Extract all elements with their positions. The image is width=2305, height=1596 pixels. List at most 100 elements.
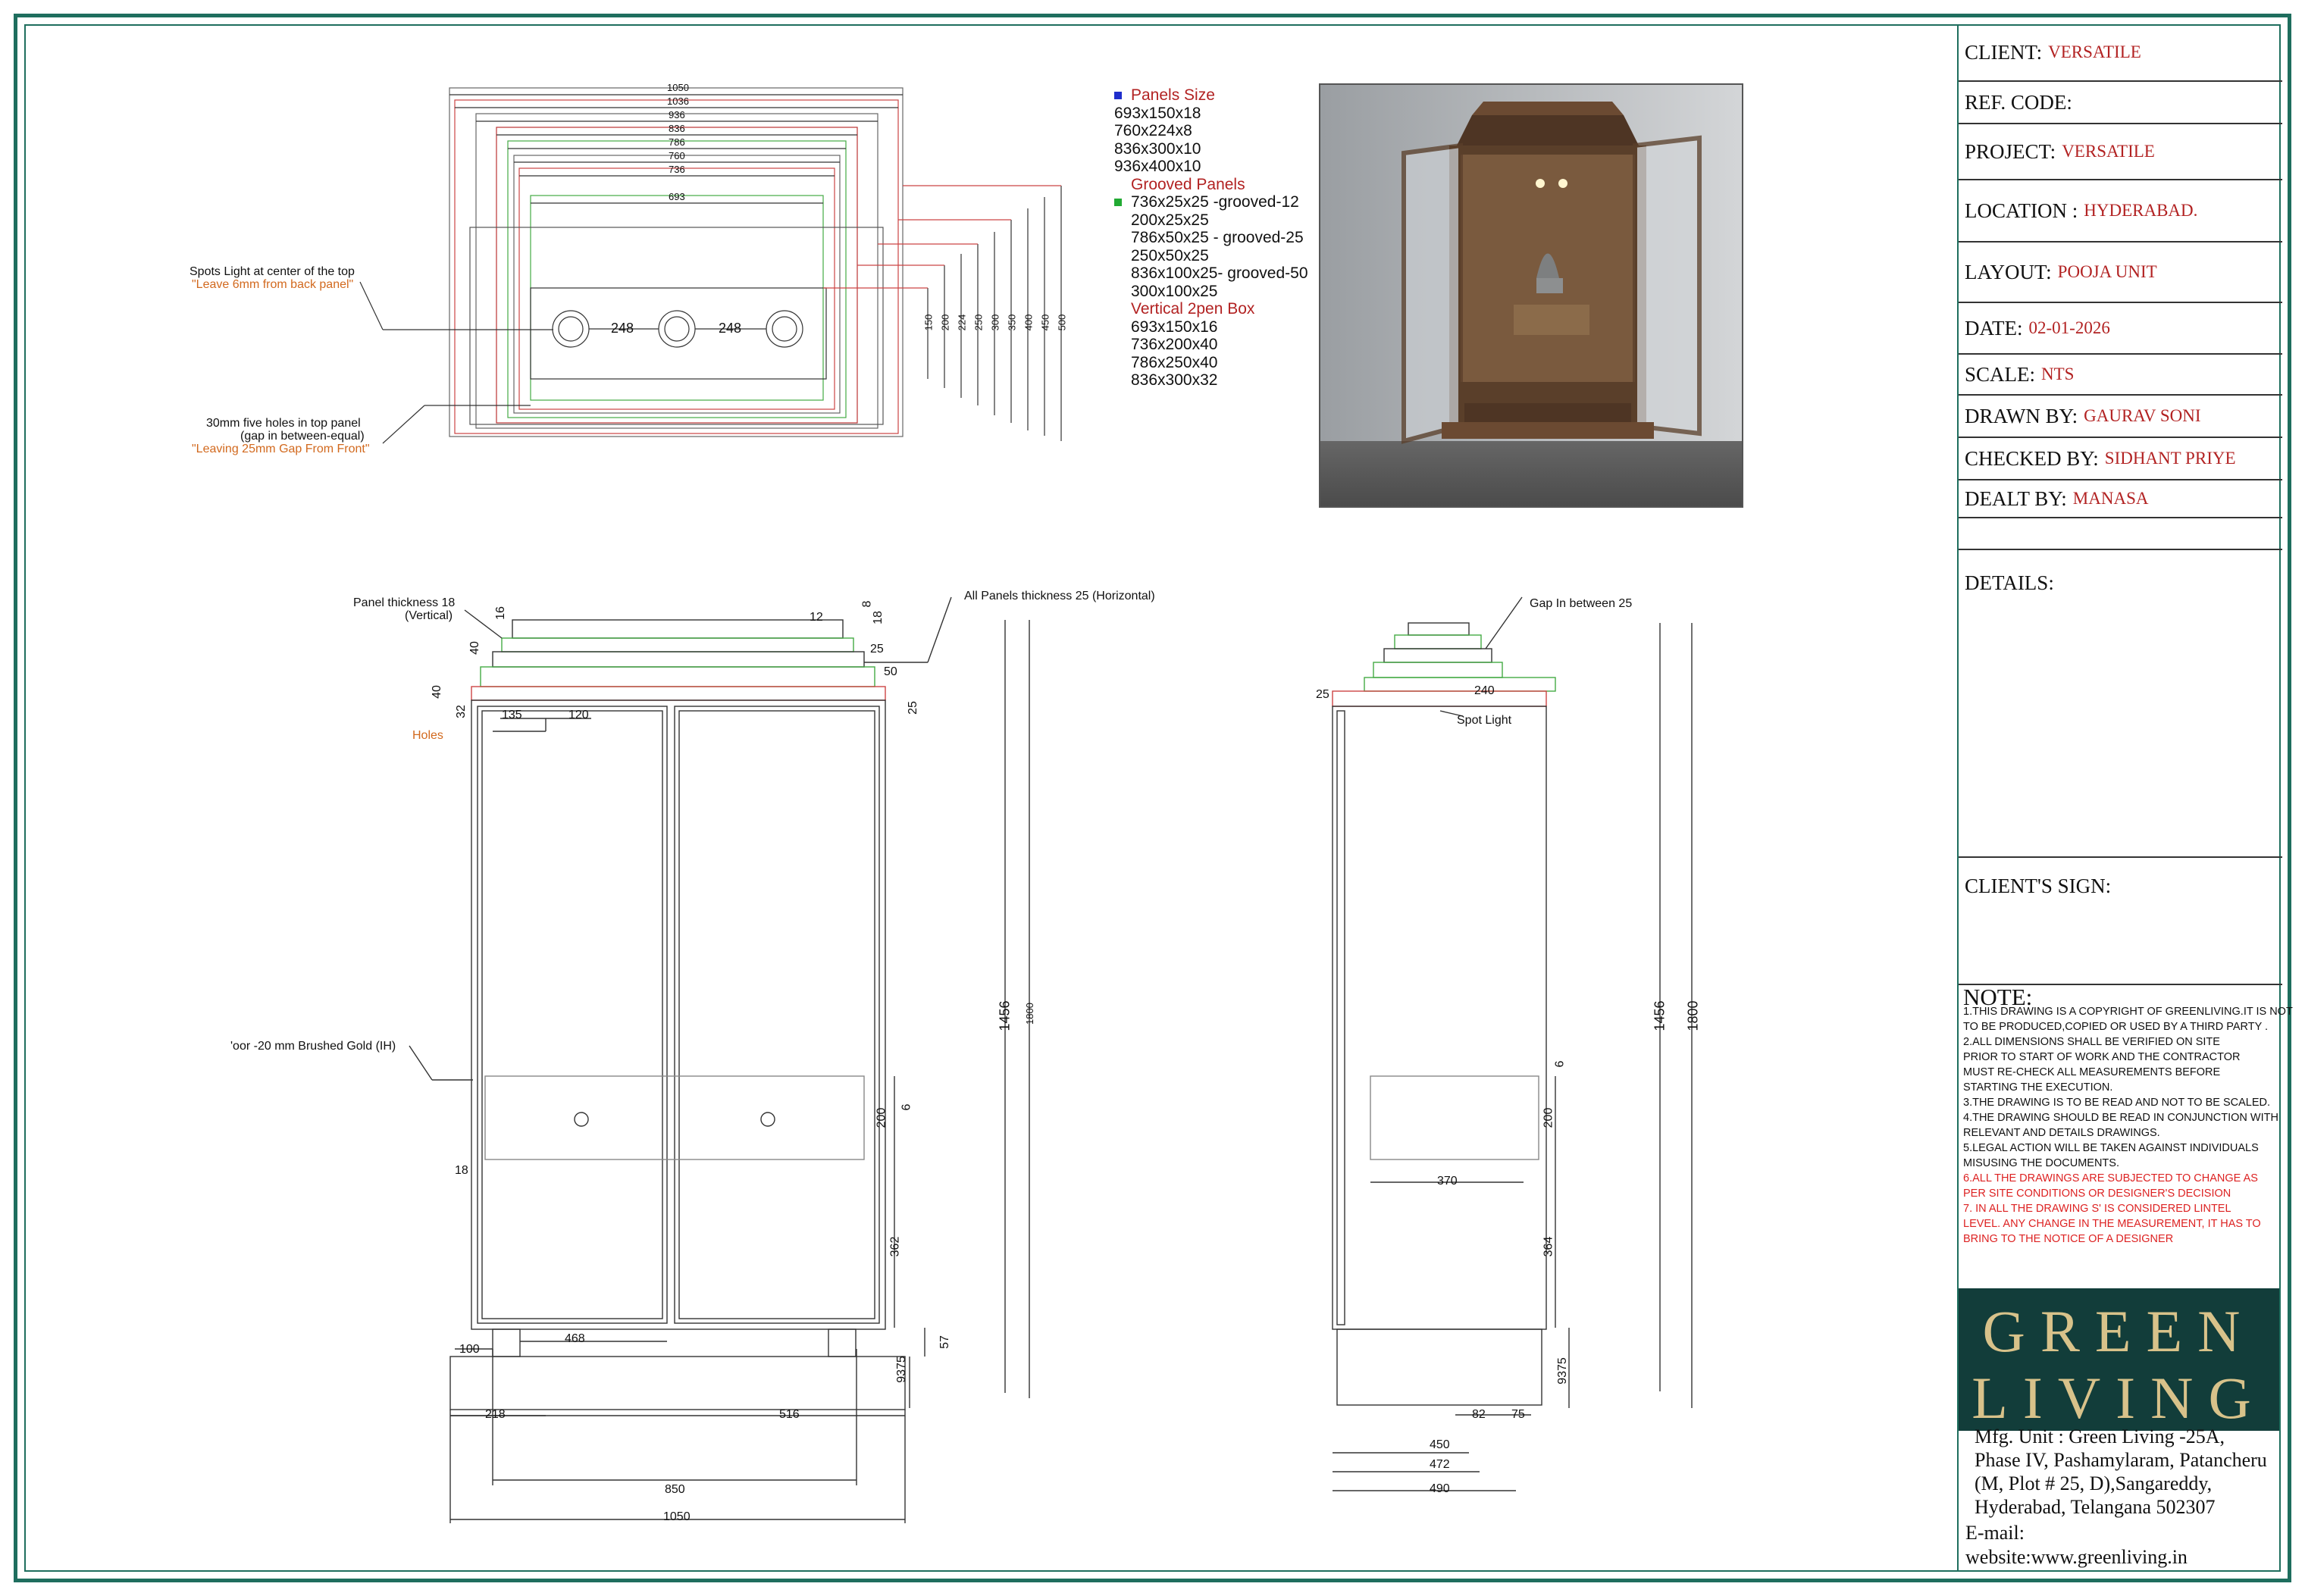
side-dim: 490 [1430,1482,1450,1495]
layout-label: LAYOUT: [1965,260,2052,283]
front-dim: 135 [502,709,522,721]
client-label: CLIENT: [1965,40,2043,64]
front-dim: 1456 [997,1000,1013,1031]
note-line: LEVEL. ANY CHANGE IN THE MEASUREMENT, IT… [1963,1218,2261,1230]
side-dim: 240 [1474,684,1495,697]
front-dim: 516 [779,1408,800,1421]
render-image [1319,83,1743,508]
date-row: DATE: 02-01-2026 [1959,303,2282,355]
scale-label: SCALE: [1965,362,2036,386]
side-dim: 1800 [1685,1000,1701,1031]
grooved-color-square [1114,199,1122,207]
grooved-title: Grooved Panels [1131,175,1245,193]
holes-label: Holes [412,729,443,742]
front-dim: 40 [468,641,481,655]
address-line: Hyderabad, Telangana 502307 [1975,1496,2216,1518]
front-dim: 1050 [663,1510,691,1523]
side-dim: 450 [1430,1438,1450,1451]
ref-code-label: REF. CODE: [1965,90,2072,114]
front-dim: 6 [900,1103,913,1111]
drawn-by-row: DRAWN BY: GAURAV SONI [1959,396,2282,438]
side-view [1332,596,1693,1491]
client-value: VERSATILE [2048,42,2141,61]
plan-dim-label: 936 [669,109,685,120]
checked-by-value: SIDHANT PRIYE [2104,449,2236,468]
client-sign-row: CLIENT'S SIGN: [1959,858,2282,985]
front-dim: 200 [875,1107,888,1128]
note-line: 5.LEGAL ACTION WILL BE TAKEN AGAINST IND… [1963,1142,2259,1154]
note-line: 4.THE DRAWING SHOULD BE READ IN CONJUNCT… [1963,1112,2278,1124]
scale-value: NTS [2041,365,2075,383]
project-value: VERSATILE [2062,142,2155,161]
side-dim: 6 [1553,1060,1567,1068]
holes-note-gap: "Leaving 25mm Gap From Front" [192,443,370,455]
dealt-by-value: MANASA [2072,489,2149,508]
plan-dim-label: 736 [669,164,685,175]
address-line: Phase IV, Pashamylaram, Patancheru [1975,1449,2267,1471]
grooved-size: 250x50x25 [1131,246,1209,264]
details-row: DETAILS: [1959,550,2282,858]
note-line: MISUSING THE DOCUMENTS. [1963,1157,2119,1169]
blank-row [1959,518,2282,550]
side-dim: 370 [1437,1175,1458,1188]
front-dim: 8 [860,600,874,608]
vertical-note: (Vertical) [405,609,453,622]
layout-row: LAYOUT: POOJA UNIT [1959,243,2282,303]
side-dim: 82 [1472,1408,1486,1421]
note-line: 7. IN ALL THE DRAWING S' IS CONSIDERED L… [1963,1203,2231,1215]
drawing-frame-inner [24,24,2281,1572]
box-title: Vertical 2pen Box [1131,300,1255,318]
plan-side-dim: 500 [1056,314,1068,331]
location-value: HYDERABAD. [2084,201,2198,220]
website-link[interactable]: website:www.greenliving.in [1965,1546,2188,1568]
plan-dim-label: 760 [669,150,685,161]
date-label: DATE: [1965,316,2023,340]
email-label: E-mail: [1965,1522,2025,1544]
note-line: BRING TO THE NOTICE OF A DESIGNER [1963,1233,2174,1245]
front-dim: 57 [938,1335,951,1349]
front-dim: 50 [884,665,897,678]
ref-code-row: REF. CODE: [1959,82,2282,124]
hole-spacing-label: 248 [611,321,634,336]
dealt-by-label: DEALT BY: [1965,487,2067,510]
panel-size: 760x224x8 [1114,122,1192,139]
plan-side-dim: 150 [922,314,935,331]
plan-side-dim: 224 [956,314,968,331]
drawn-by-value: GAURAV SONI [2084,406,2201,425]
front-dim: 12 [810,611,823,624]
note-line: RELEVANT AND DETAILS DRAWINGS. [1963,1127,2160,1139]
green-living-logo: GREEN LIVING [1959,1288,2279,1431]
date-value: 02-01-2026 [2028,318,2110,337]
address-line: Mfg. Unit : Green Living -25A, [1975,1425,2225,1447]
notes-list: 1.THIS DRAWING IS A COPYRIGHT OF GREENLI… [1963,1004,2293,1247]
plan-dim-label: 786 [669,136,685,148]
panel-size: 936x400x10 [1114,158,1201,175]
grooved-size: 200x25x25 [1131,211,1209,229]
spot-light-note-sub: "Leave 6mm from back panel" [192,278,354,291]
panel-size: 836x300x10 [1114,139,1201,158]
plan-dim-label: 1050 [667,82,689,93]
box-size: 736x200x40 [1131,336,1218,353]
plan-side-dim: 200 [939,314,951,331]
side-dim: 1456 [1652,1000,1668,1031]
front-dim: 9375 [894,1356,908,1383]
layout-value: POOJA UNIT [2057,262,2157,281]
plan-side-dim: 400 [1023,314,1035,331]
note-line: PER SITE CONDITIONS OR DESIGNER'S DECISI… [1963,1188,2231,1200]
location-row: LOCATION : HYDERABAD. [1959,180,2282,243]
title-block: CLIENT: VERSATILE REF. CODE: PROJECT: VE… [1957,24,2282,1572]
side-dim: 25 [1316,688,1329,701]
spot-light-note: Spots Light at center of the top [189,265,355,278]
grooved-size: 300x100x25 [1131,282,1218,300]
gap-note: Gap In between 25 [1530,597,1633,610]
box-size: 693x150x16 [1131,318,1218,336]
note-line: TO BE PRODUCED,COPIED OR USED BY A THIRD… [1963,1021,2269,1033]
box-size: 836x300x32 [1131,371,1218,389]
front-dim: 468 [565,1332,585,1345]
address-line: (M, Plot # 25, D),Sangareddy, [1975,1472,2213,1494]
spot-light-label: Spot Light [1457,714,1512,727]
side-dim: 364 [1542,1236,1555,1257]
front-dim: 40 [430,685,443,699]
front-dim: 362 [888,1236,902,1257]
